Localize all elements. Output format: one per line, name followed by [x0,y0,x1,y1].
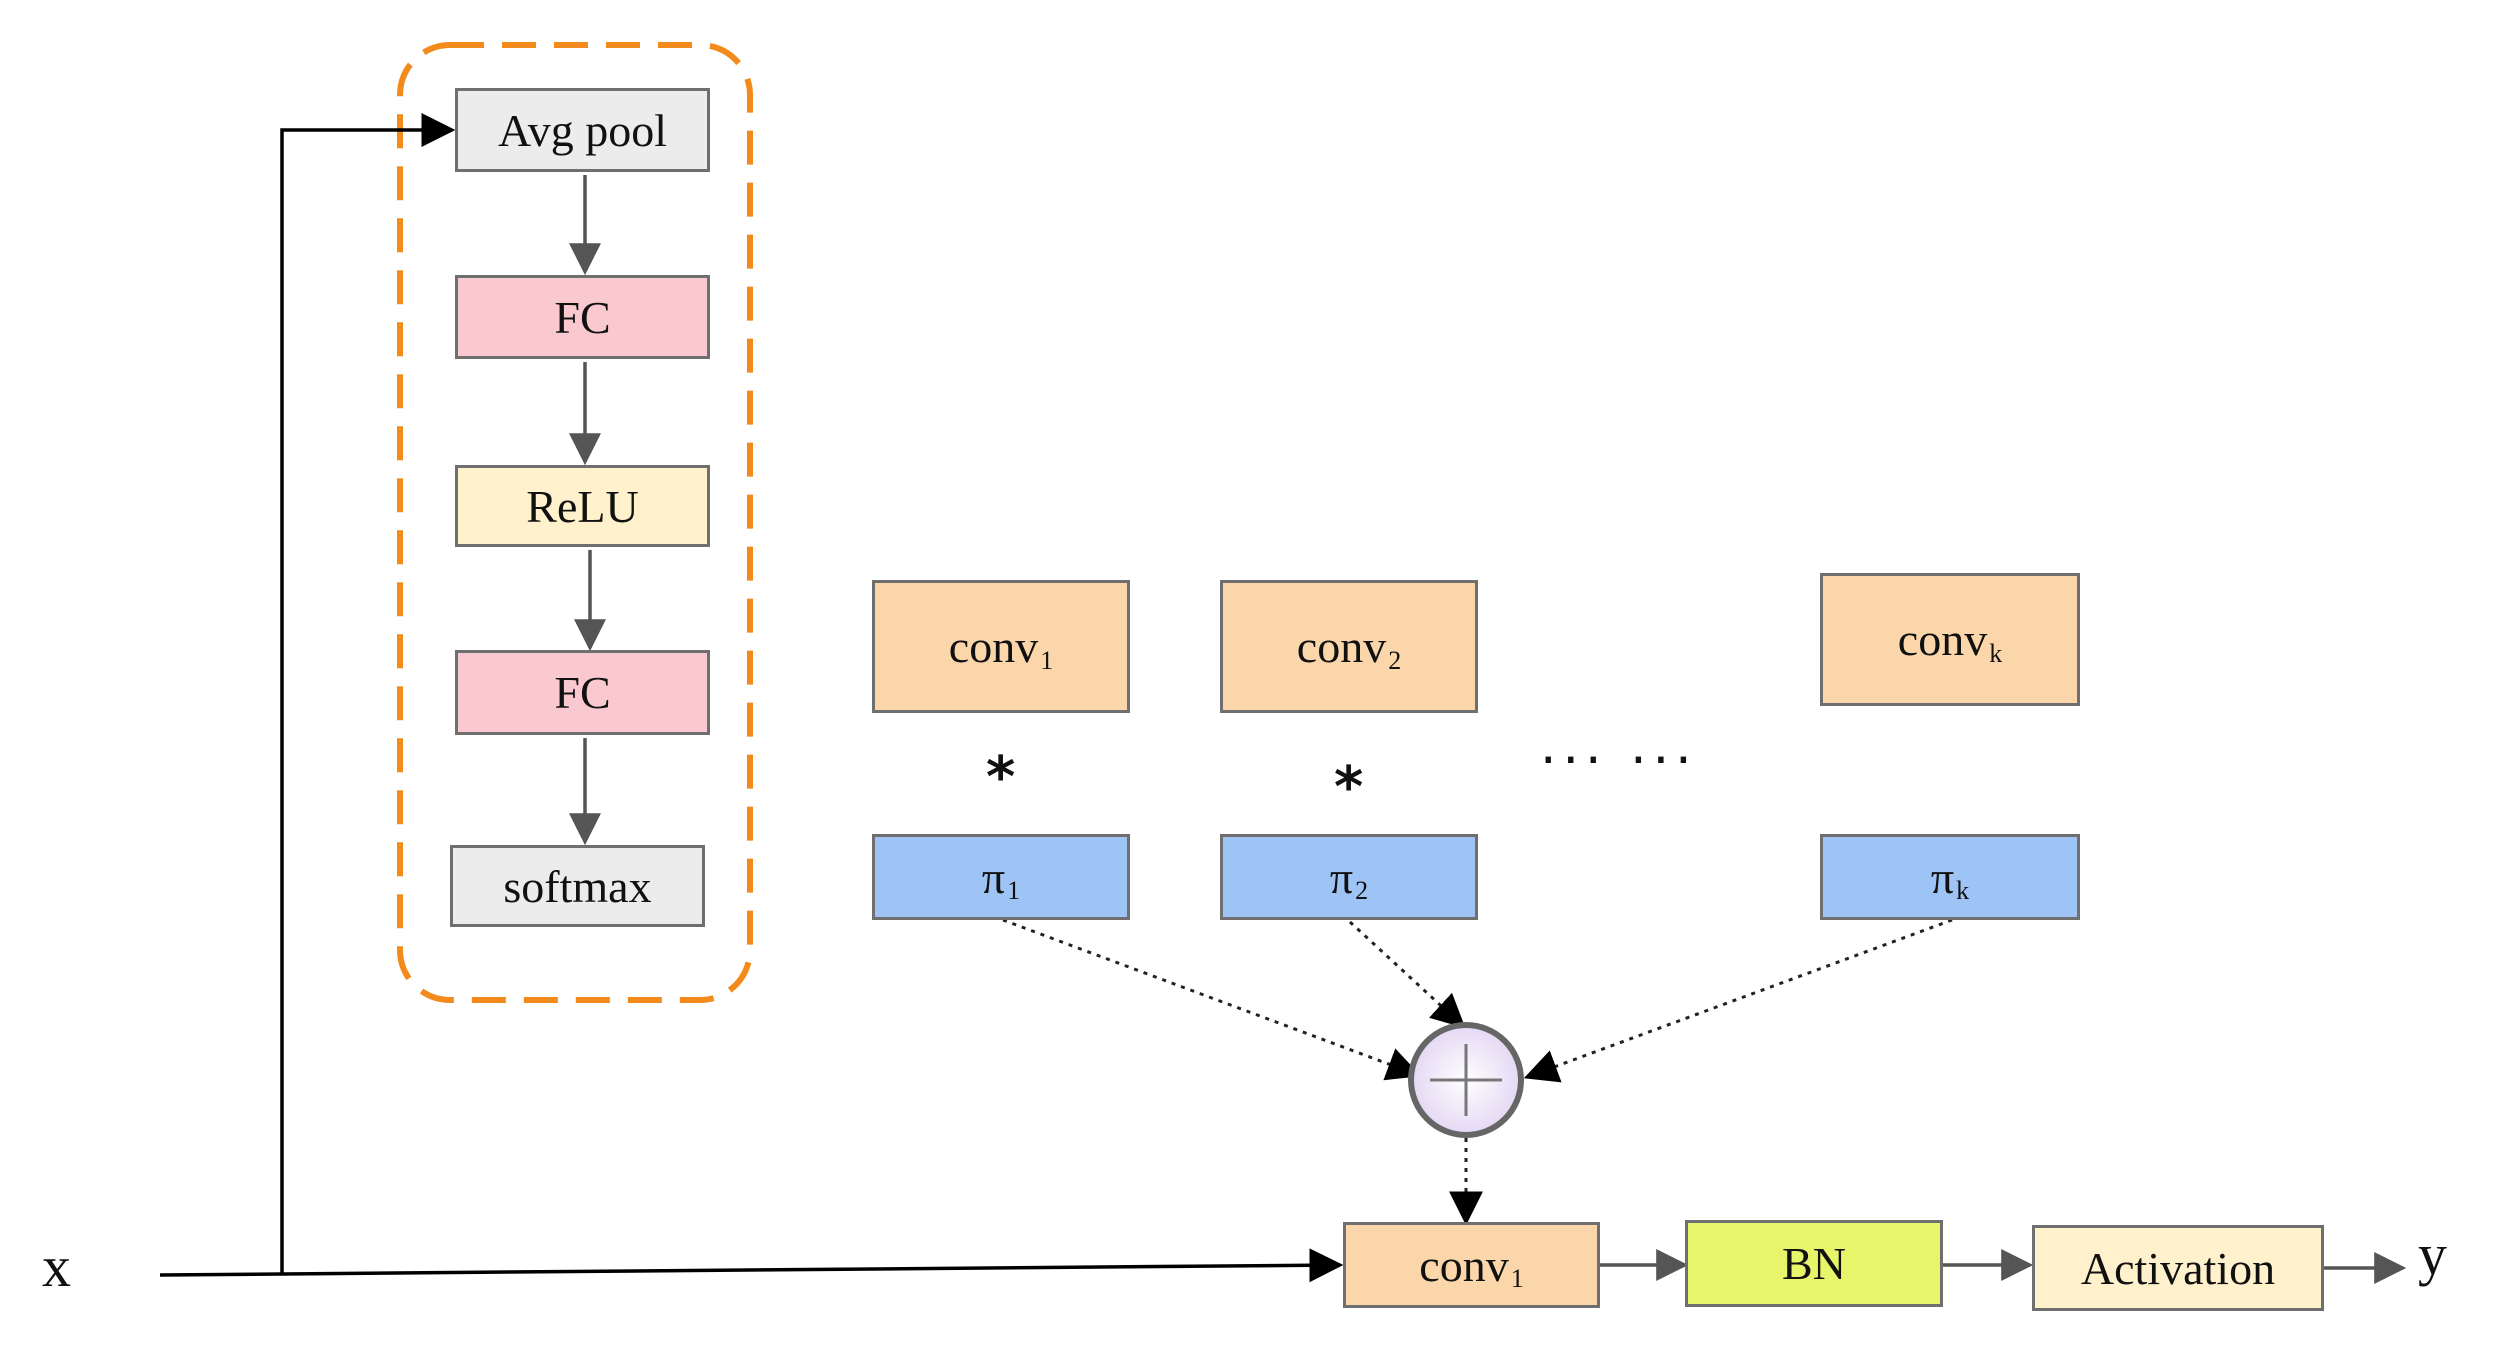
bn-label: BN [1782,1238,1846,1289]
dotted-arrow-pi1 [1002,918,1422,1081]
fc-label-2: FC [554,667,611,718]
multiply-symbol-2: * [1334,755,1364,820]
weight-pi-k-sub: k [1956,876,1970,905]
avg-pool-label: Avg pool [497,104,668,156]
relu-label: ReLU [526,480,639,532]
ellipsis: ··· ··· [1540,731,1698,791]
kernel-conv-1-label: conv [948,621,1039,672]
main-conv-sub: 1 [1510,1264,1524,1293]
fc-label-1: FC [554,291,611,343]
avg-pool-block: Avg pool [455,88,710,172]
input-main-line [159,1248,1344,1283]
main-conv-label: conv [1419,1239,1509,1291]
softmax-block: softmax [450,845,705,927]
weight-pi-1-sub: 1 [1007,876,1021,905]
softmax-label: softmax [503,860,652,912]
multiply-symbol-1: * [986,745,1016,810]
kernel-conv-2-sub: 2 [1388,645,1402,675]
kernel-conv-2-label: conv [1296,621,1387,672]
activation-block: Activation [2032,1225,2324,1311]
relu-block: ReLU [455,465,710,547]
bn-block: BN [1685,1220,1943,1307]
weight-pi-2-label: π [1329,851,1354,903]
summation-node [1408,1022,1524,1138]
activation-label: Activation [2080,1242,2276,1294]
weight-pi-k-label: π [1930,851,1955,903]
attention-dashed-border [397,42,753,1003]
dotted-arrow-pi2 [1348,920,1466,1029]
fc-block-1: FC [455,275,710,359]
weight-pi-1-label: π [981,851,1006,903]
input-branch-line [280,113,456,1275]
fc-block-2: FC [455,650,710,735]
dotted-arrow-pik [1523,918,1953,1083]
kernel-conv-1-sub: 1 [1040,645,1054,675]
weight-pi-2-sub: 2 [1355,876,1369,905]
output-label: y [2418,1222,2447,1287]
kernel-conv-k-label: conv [1897,614,1988,665]
input-label: x [42,1234,71,1299]
kernel-conv-k-sub: k [1989,638,2003,668]
